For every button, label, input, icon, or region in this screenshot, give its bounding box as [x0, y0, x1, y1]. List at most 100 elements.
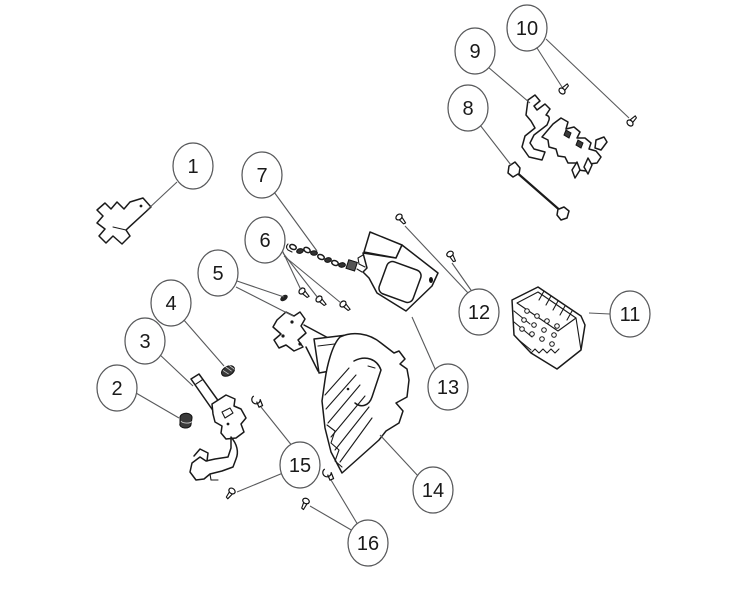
- callout-number-12: 12: [468, 302, 490, 324]
- callout-balloon-14: [412, 466, 454, 514]
- callout-11: 11: [588, 290, 651, 338]
- callout-7: 7: [241, 151, 318, 252]
- part-7-link: [310, 250, 318, 256]
- leader-line-11: [588, 312, 611, 315]
- basket-cell: [551, 332, 557, 338]
- basket-cell: [544, 318, 550, 324]
- hatch-line: [327, 384, 361, 424]
- part-1-bracket: [96, 197, 152, 245]
- basket-cell: [519, 326, 525, 332]
- leader-line-15: [236, 472, 284, 493]
- leader-line-14: [379, 434, 420, 478]
- callout-balloon-8: [447, 84, 489, 132]
- hatch-line: [339, 417, 373, 463]
- part-5-fastener: [280, 294, 288, 302]
- part-6-screw-c: [338, 299, 353, 314]
- part-7-link: [324, 257, 332, 263]
- part-14-dash: [367, 365, 376, 369]
- callout-number-1: 1: [187, 156, 198, 178]
- callout-number-11: 11: [620, 304, 641, 326]
- part-7-link: [338, 262, 346, 268]
- callout-3: 3: [124, 317, 194, 387]
- basket-cell: [549, 341, 555, 347]
- assembly-body: [541, 117, 602, 172]
- leader-line-9: [487, 66, 531, 104]
- part-7-end-block: [345, 259, 358, 272]
- part-3-toe: [193, 448, 209, 462]
- basket-cell: [539, 336, 545, 342]
- basket-cell: [524, 308, 530, 314]
- part-14-inner-window: [353, 357, 382, 407]
- leader-line-4: [182, 318, 225, 367]
- callout-4: 4: [150, 279, 225, 367]
- callout-balloon-13: [427, 363, 469, 411]
- callout-number-7: 7: [256, 165, 267, 187]
- leader-line-16: [309, 505, 354, 532]
- hatch-line: [324, 367, 350, 396]
- leader-line-2: [135, 392, 180, 419]
- part-6-screw-a: [297, 286, 312, 301]
- part-1-outline: [96, 197, 152, 245]
- hatch-line: [330, 395, 366, 438]
- leader-line-6: [283, 255, 342, 304]
- assembly-detail: [563, 129, 584, 149]
- part-14-dot: [346, 387, 350, 391]
- part-13-window: [378, 260, 422, 304]
- part-12-screw-b: [445, 249, 458, 264]
- part-15-screw: [223, 486, 237, 501]
- callout-balloon-12: [458, 288, 500, 336]
- part-14-twist-strap: [326, 424, 343, 468]
- part-9-10-assembly: [541, 117, 608, 179]
- part-9-bracket: [521, 94, 551, 161]
- basket-cell: [554, 323, 560, 329]
- part-7-hook: [285, 243, 293, 253]
- callout-number-2: 2: [111, 378, 122, 400]
- callout-1: 1: [146, 142, 214, 211]
- callout-balloon-10: [506, 4, 548, 52]
- callout-number-5: 5: [212, 263, 223, 285]
- callout-balloon-5: [197, 249, 239, 297]
- callout-number-4: 4: [165, 293, 176, 315]
- leader-line-12: [451, 262, 474, 294]
- part-3-foot: [189, 436, 239, 481]
- part-13-bracket-plate: [357, 231, 439, 312]
- callout-16: 16: [309, 479, 389, 567]
- part-7-link: [317, 253, 325, 261]
- leader-line-8: [479, 124, 512, 166]
- hatch-line: [334, 406, 370, 451]
- part-16-clip: [322, 468, 335, 481]
- part-6-screws: [297, 286, 353, 314]
- part-13-stud: [429, 277, 433, 283]
- callout-number-10: 10: [516, 18, 538, 40]
- leader-line-5: [236, 280, 285, 298]
- part-8-strip: [507, 161, 570, 221]
- callout-number-15: 15: [289, 455, 311, 477]
- callout-5: 5: [197, 249, 294, 317]
- basket-front-castellation: [530, 348, 560, 354]
- part-7-link: [296, 248, 304, 254]
- basket-right-edge: [575, 317, 582, 351]
- part-3-pivot-hole: [226, 422, 230, 426]
- leader-line-3: [157, 352, 194, 387]
- leader-line-7: [273, 191, 318, 252]
- callout-balloon-3: [124, 317, 166, 365]
- callout-balloon-2: [96, 364, 138, 412]
- part-7-link: [289, 243, 297, 251]
- part-1-fold-line: [112, 226, 127, 231]
- basket-cell: [531, 322, 537, 328]
- part-14-neck-dot: [281, 334, 285, 338]
- callout-balloon-6: [244, 216, 286, 264]
- basket-cell: [521, 317, 527, 323]
- callout-number-16: 16: [357, 533, 379, 555]
- part-2-ridge: [180, 420, 193, 424]
- part-14-hatching: [324, 367, 373, 463]
- part-7-link: [303, 246, 311, 254]
- callout-10: 10: [506, 4, 630, 119]
- callout-balloon-16: [347, 519, 389, 567]
- part-16-screw: [298, 496, 311, 512]
- callout-12: 12: [404, 225, 500, 336]
- part-3-foot-hook: [209, 473, 219, 481]
- callout-15: 15: [236, 406, 321, 493]
- leader-line-16: [330, 479, 359, 526]
